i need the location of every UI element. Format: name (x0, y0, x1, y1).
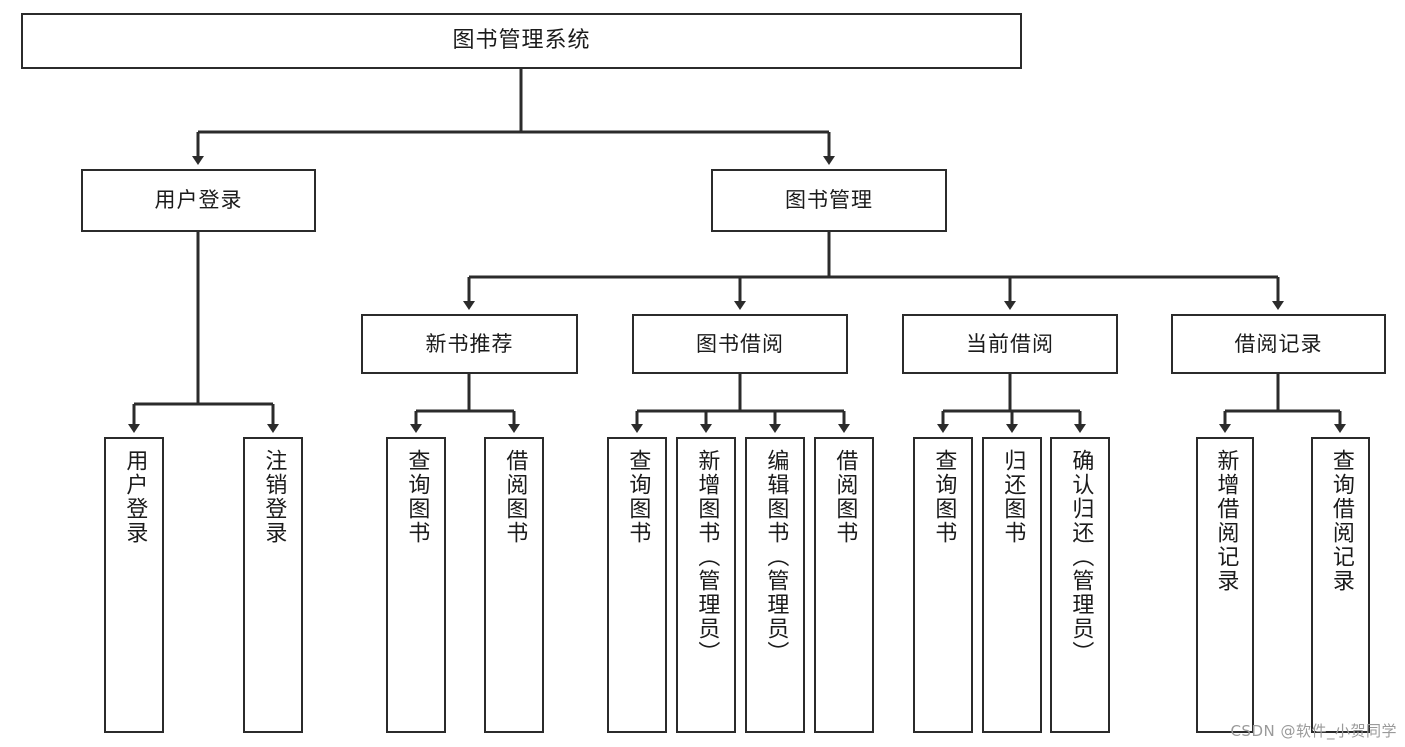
node-root-system-label: 图书管理系统 (452, 28, 591, 54)
node-borrow-record[interactable]: 借阅记录 (1171, 314, 1386, 374)
leaf-query-book-3-label: 查询图书 (931, 449, 957, 545)
leaf-add-record[interactable]: 新增借阅记录 (1196, 437, 1254, 733)
node-user-login-label: 用户登录 (154, 188, 243, 213)
leaf-query-record-label: 查询借阅记录 (1328, 449, 1354, 593)
node-book-borrow-label: 图书借阅 (696, 331, 784, 356)
leaf-query-book-1-label: 查询图书 (404, 449, 430, 545)
leaf-logout-login[interactable]: 注销登录 (243, 437, 303, 733)
leaf-query-record[interactable]: 查询借阅记录 (1311, 437, 1370, 733)
leaf-confirm-return-label: 确认归还（管理员） (1068, 449, 1094, 665)
leaf-edit-book[interactable]: 编辑图书（管理员） (745, 437, 805, 733)
leaf-logout-login-label: 注销登录 (261, 449, 287, 545)
leaf-query-book-2[interactable]: 查询图书 (607, 437, 667, 733)
leaf-confirm-return[interactable]: 确认归还（管理员） (1050, 437, 1110, 733)
leaf-return-book-label: 归还图书 (1000, 449, 1026, 545)
node-book-manage-label: 图书管理 (785, 188, 873, 213)
csdn-watermark: CSDN @软件_小贺同学 (1230, 722, 1397, 740)
leaf-borrow-book-2-label: 借阅图书 (832, 449, 858, 545)
leaf-borrow-book-2[interactable]: 借阅图书 (814, 437, 874, 733)
node-borrow-record-label: 借阅记录 (1234, 331, 1323, 356)
leaf-add-record-label: 新增借阅记录 (1213, 449, 1239, 593)
node-new-book-recommend-label: 新书推荐 (425, 331, 514, 356)
leaf-borrow-book-1-label: 借阅图书 (502, 449, 528, 545)
node-new-book-recommend[interactable]: 新书推荐 (361, 314, 578, 374)
leaf-edit-book-label: 编辑图书（管理员） (763, 449, 789, 665)
leaf-add-book[interactable]: 新增图书（管理员） (676, 437, 736, 733)
leaf-return-book[interactable]: 归还图书 (982, 437, 1042, 733)
leaf-user-login-label: 用户登录 (122, 449, 148, 545)
leaf-borrow-book-1[interactable]: 借阅图书 (484, 437, 544, 733)
leaf-query-book-3[interactable]: 查询图书 (913, 437, 973, 733)
leaf-add-book-label: 新增图书（管理员） (694, 449, 720, 665)
node-book-manage[interactable]: 图书管理 (711, 169, 947, 232)
leaf-query-book-1[interactable]: 查询图书 (386, 437, 446, 733)
leaf-query-book-2-label: 查询图书 (625, 449, 651, 545)
node-current-borrow-label: 当前借阅 (966, 331, 1054, 356)
node-book-borrow[interactable]: 图书借阅 (632, 314, 848, 374)
node-root-system[interactable]: 图书管理系统 (21, 13, 1022, 69)
node-current-borrow[interactable]: 当前借阅 (902, 314, 1118, 374)
node-user-login[interactable]: 用户登录 (81, 169, 316, 232)
leaf-user-login[interactable]: 用户登录 (104, 437, 164, 733)
